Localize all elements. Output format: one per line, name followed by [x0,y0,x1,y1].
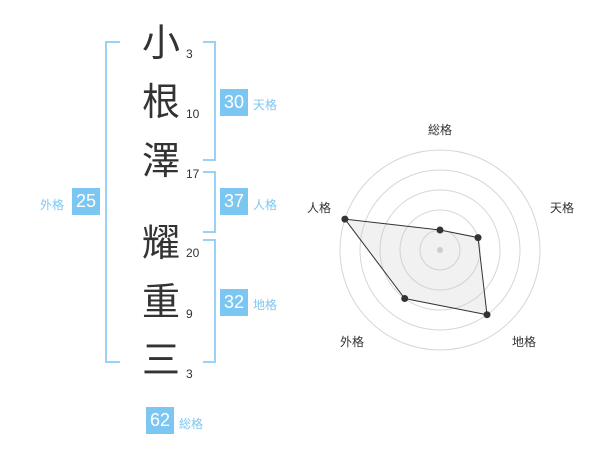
radar-grid-ring [379,189,501,311]
jinkaku-label: 人格 [253,198,278,212]
gaikaku-label: 外格 [40,198,65,212]
radar-point-5 [341,215,349,223]
radar-center-dot [437,247,443,253]
radar-point-3 [483,311,491,319]
name-char-1: 小 [141,21,180,65]
stroke-count-2: 10 [186,107,200,121]
jinkaku-bracket [203,171,216,233]
radar-axis-label-gaikaku: 外格 [340,334,364,349]
name-char-2: 根 [141,80,180,124]
radar-grid-ring [359,169,521,331]
stroke-count-5: 9 [186,307,193,321]
stroke-count-4: 20 [186,246,200,260]
radar-grid [339,149,541,351]
soukaku-label: 総格 [179,417,204,431]
radar-points [341,215,491,319]
soukaku-value-badge: 62 [146,407,174,434]
chikaku-value-badge: 32 [220,289,248,316]
jinkaku-value-badge: 37 [220,188,248,215]
radar-grid-ring [339,149,541,351]
radar-point-2 [474,234,482,242]
radar-axis-label-jinkaku: 人格 [307,200,331,215]
radar-point-1 [436,226,444,234]
name-char-6: 三 [141,338,180,382]
tenkaku-bracket [203,41,216,161]
chikaku-bracket [203,239,216,363]
name-char-5: 重 [141,280,180,324]
radar-area [343,218,488,316]
name-char-3: 澤 [141,139,180,183]
tenkaku-value-badge: 30 [220,89,248,116]
radar-axis-label-chikaku: 地格 [512,334,536,349]
stroke-count-3: 17 [186,167,200,181]
radar-point-4 [401,295,409,302]
chikaku-label: 地格 [253,298,278,312]
radar-grid-ring [399,209,481,291]
stroke-count-6: 3 [186,367,193,381]
name-char-4: 耀 [141,221,180,265]
tenkaku-label: 天格 [253,98,278,112]
fortune-radar-chart: 総格 天格 地格 外格 人格 [307,122,574,351]
stroke-count-1: 3 [186,47,193,61]
radar-axis-label-soukaku: 総格 [428,122,452,137]
gaikaku-bracket [105,41,120,363]
gaikaku-value-badge: 25 [72,188,100,215]
radar-axis-label-tenkaku: 天格 [550,200,574,215]
